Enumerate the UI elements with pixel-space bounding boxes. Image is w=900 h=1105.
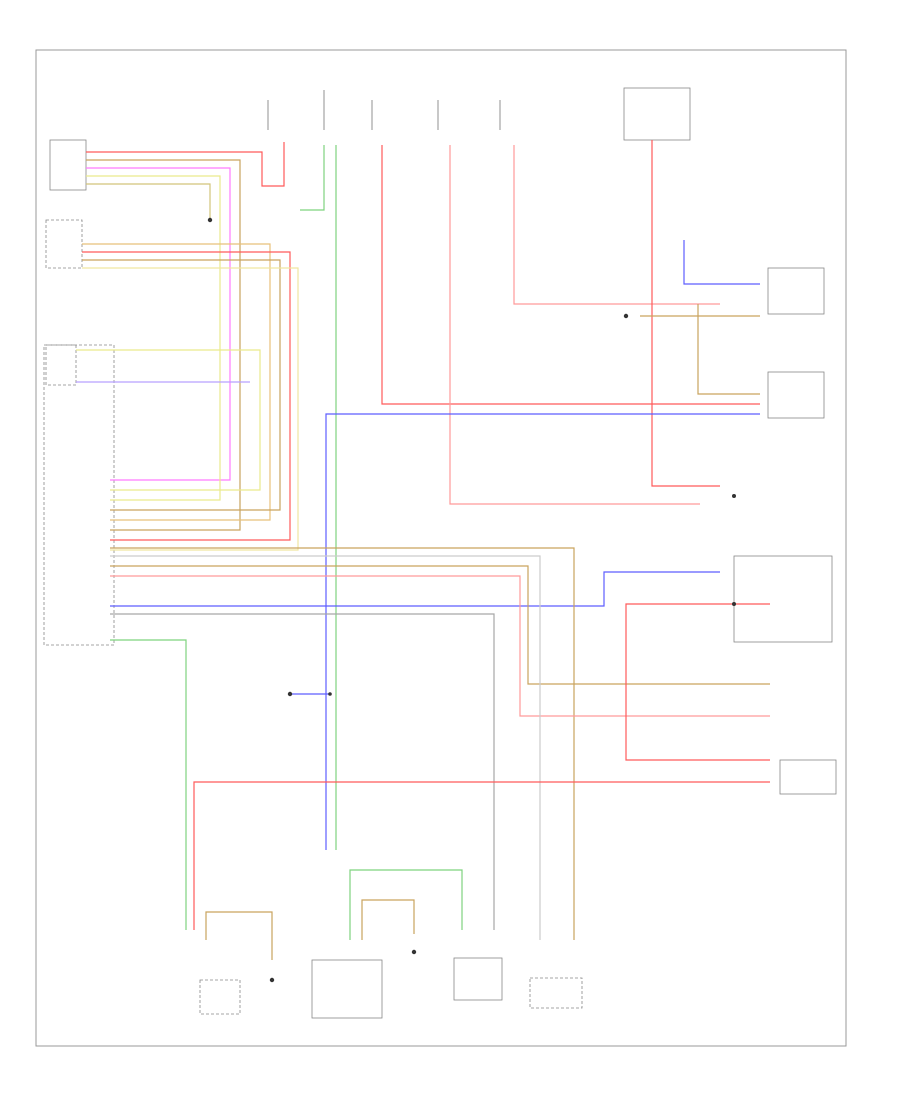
wire-green-4 xyxy=(349,869,463,940)
component-top-left-module xyxy=(49,139,87,191)
wire-red-3 xyxy=(381,145,760,405)
wire-tan-8 xyxy=(361,899,415,940)
wire-red-5 xyxy=(625,603,770,761)
wire-orange-2 xyxy=(82,243,271,521)
component-fuse-block xyxy=(623,87,691,141)
splice-points xyxy=(207,217,736,983)
splice-point-8 xyxy=(328,692,332,696)
wire-pink-2 xyxy=(449,145,700,505)
wire-gray-1 xyxy=(110,613,495,930)
wire-blue-3 xyxy=(110,571,720,607)
splice-point-1 xyxy=(207,217,213,223)
component-right-switch-1 xyxy=(767,267,825,315)
component-bottom-1 xyxy=(199,979,241,1015)
wire-yellow-4 xyxy=(76,349,261,491)
component-right-lower xyxy=(779,759,837,795)
wire-tan-1 xyxy=(86,159,241,531)
wire-blue-2 xyxy=(325,413,760,850)
wires xyxy=(76,140,770,960)
component-bottom-3 xyxy=(453,957,503,1001)
component-main-ecu xyxy=(43,344,115,646)
wire-pink-3 xyxy=(513,145,720,305)
wire-yellow-3 xyxy=(82,267,299,551)
component-right-switch-2 xyxy=(767,371,825,419)
wire-red-1 xyxy=(86,142,285,187)
wire-yellow-1 xyxy=(86,175,221,501)
top-connectors xyxy=(267,90,501,130)
wire-tan-6 xyxy=(110,565,770,685)
wire-yellow-2 xyxy=(86,183,211,220)
wire-tan-4 xyxy=(697,304,760,395)
wire-gray-2 xyxy=(110,555,541,940)
splice-point-5 xyxy=(623,313,629,319)
wire-pink-4 xyxy=(110,575,770,717)
component-bottom-4 xyxy=(529,977,583,1009)
wire-green-3 xyxy=(110,639,187,930)
splice-point-6 xyxy=(732,602,736,606)
wire-green-1 xyxy=(300,145,325,211)
splice-point-3 xyxy=(411,949,417,955)
wire-red-4 xyxy=(651,140,720,487)
wire-red-6 xyxy=(193,781,770,930)
component-left-module-2 xyxy=(45,219,83,269)
wire-blue-1 xyxy=(683,240,760,285)
component-right-relay xyxy=(733,555,833,643)
component-left-sensor xyxy=(45,344,77,386)
wire-red-2 xyxy=(82,251,291,541)
splice-point-7 xyxy=(732,494,736,498)
splice-point-4 xyxy=(287,691,293,697)
component-bottom-2 xyxy=(311,959,383,1019)
wire-tan-2 xyxy=(82,259,281,511)
diagram-border xyxy=(35,49,847,1047)
wire-tan-5 xyxy=(110,547,575,940)
components xyxy=(43,87,837,1019)
splice-point-2 xyxy=(269,977,275,983)
wire-pink-1 xyxy=(86,167,231,481)
wire-tan-7 xyxy=(205,911,273,960)
